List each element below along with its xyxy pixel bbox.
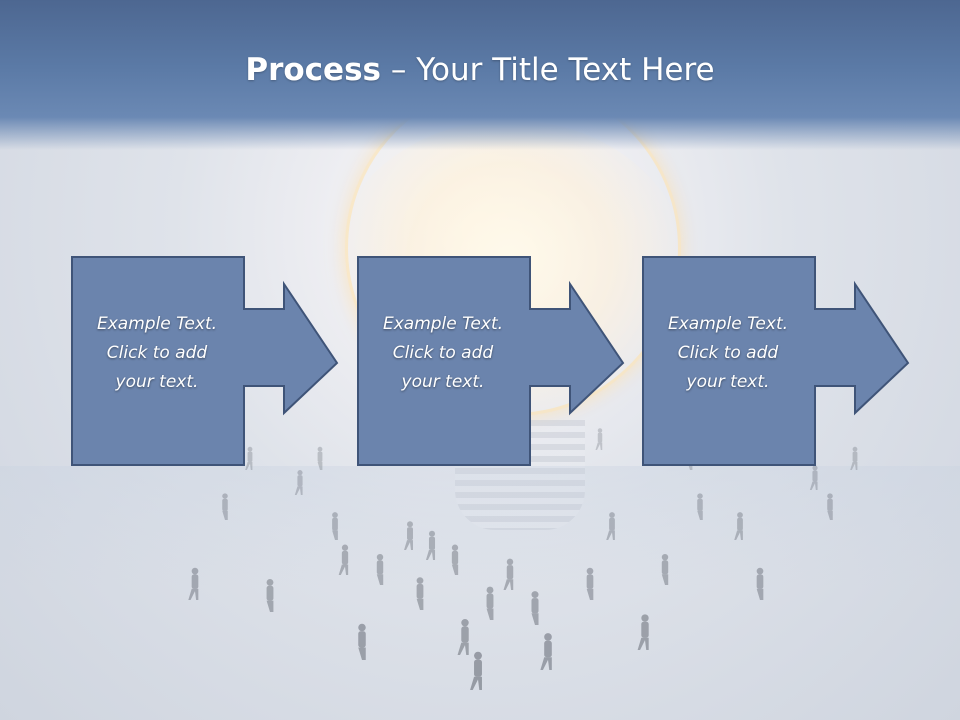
- person-silhouette: [245, 446, 253, 470]
- person-silhouette: [294, 470, 303, 495]
- step-text-line: Click to add: [392, 343, 494, 363]
- arrow-box-shape: [357, 256, 625, 466]
- person-silhouette: [595, 428, 603, 450]
- step-text-line: your text.: [401, 372, 485, 392]
- step-text-line: your text.: [115, 372, 199, 392]
- person-silhouette: [734, 512, 743, 540]
- person-silhouette: [756, 567, 764, 600]
- step-text-line: Example Text.: [96, 314, 218, 334]
- person-silhouette: [637, 614, 649, 650]
- person-silhouette: [451, 544, 459, 575]
- person-silhouette: [332, 512, 338, 540]
- step-text-line: Example Text.: [382, 314, 504, 334]
- person-silhouette: [809, 465, 818, 490]
- title-rest: Your Title Text Here: [416, 52, 715, 88]
- step-text[interactable]: Example Text. Click to add your text.: [642, 310, 814, 397]
- step-text-line: Example Text.: [667, 314, 789, 334]
- arrow-box-shape: [642, 256, 910, 466]
- person-silhouette: [376, 553, 384, 585]
- process-step-1[interactable]: Example Text. Click to add your text.: [71, 256, 341, 466]
- person-silhouette: [486, 586, 494, 620]
- title-dash: –: [381, 52, 417, 88]
- process-step-3[interactable]: Example Text. Click to add your text.: [642, 256, 912, 466]
- floor-reflection: [0, 466, 960, 586]
- slide-title[interactable]: Process – Your Title Text Here: [0, 52, 960, 88]
- step-text-line: Click to add: [106, 343, 208, 363]
- person-silhouette: [222, 493, 228, 520]
- step-text[interactable]: Example Text. Click to add your text.: [71, 310, 243, 397]
- person-silhouette: [661, 553, 669, 585]
- step-text[interactable]: Example Text. Click to add your text.: [357, 310, 529, 397]
- person-silhouette: [266, 578, 274, 612]
- header-bar: [0, 0, 960, 150]
- person-silhouette: [586, 567, 594, 600]
- process-step-2[interactable]: Example Text. Click to add your text.: [357, 256, 627, 466]
- person-silhouette: [827, 493, 833, 520]
- arrow-box-shape: [71, 256, 339, 466]
- step-text-line: Click to add: [677, 343, 779, 363]
- person-silhouette: [531, 591, 539, 625]
- person-silhouette: [697, 493, 703, 520]
- person-silhouette: [317, 446, 323, 470]
- person-silhouette: [188, 567, 199, 600]
- step-text-line: your text.: [686, 372, 770, 392]
- person-silhouette: [850, 446, 858, 470]
- person-silhouette: [425, 530, 436, 560]
- person-silhouette: [503, 558, 514, 590]
- title-bold: Process: [245, 52, 381, 88]
- person-silhouette: [416, 577, 424, 610]
- person-silhouette: [358, 623, 366, 660]
- person-silhouette: [606, 512, 615, 540]
